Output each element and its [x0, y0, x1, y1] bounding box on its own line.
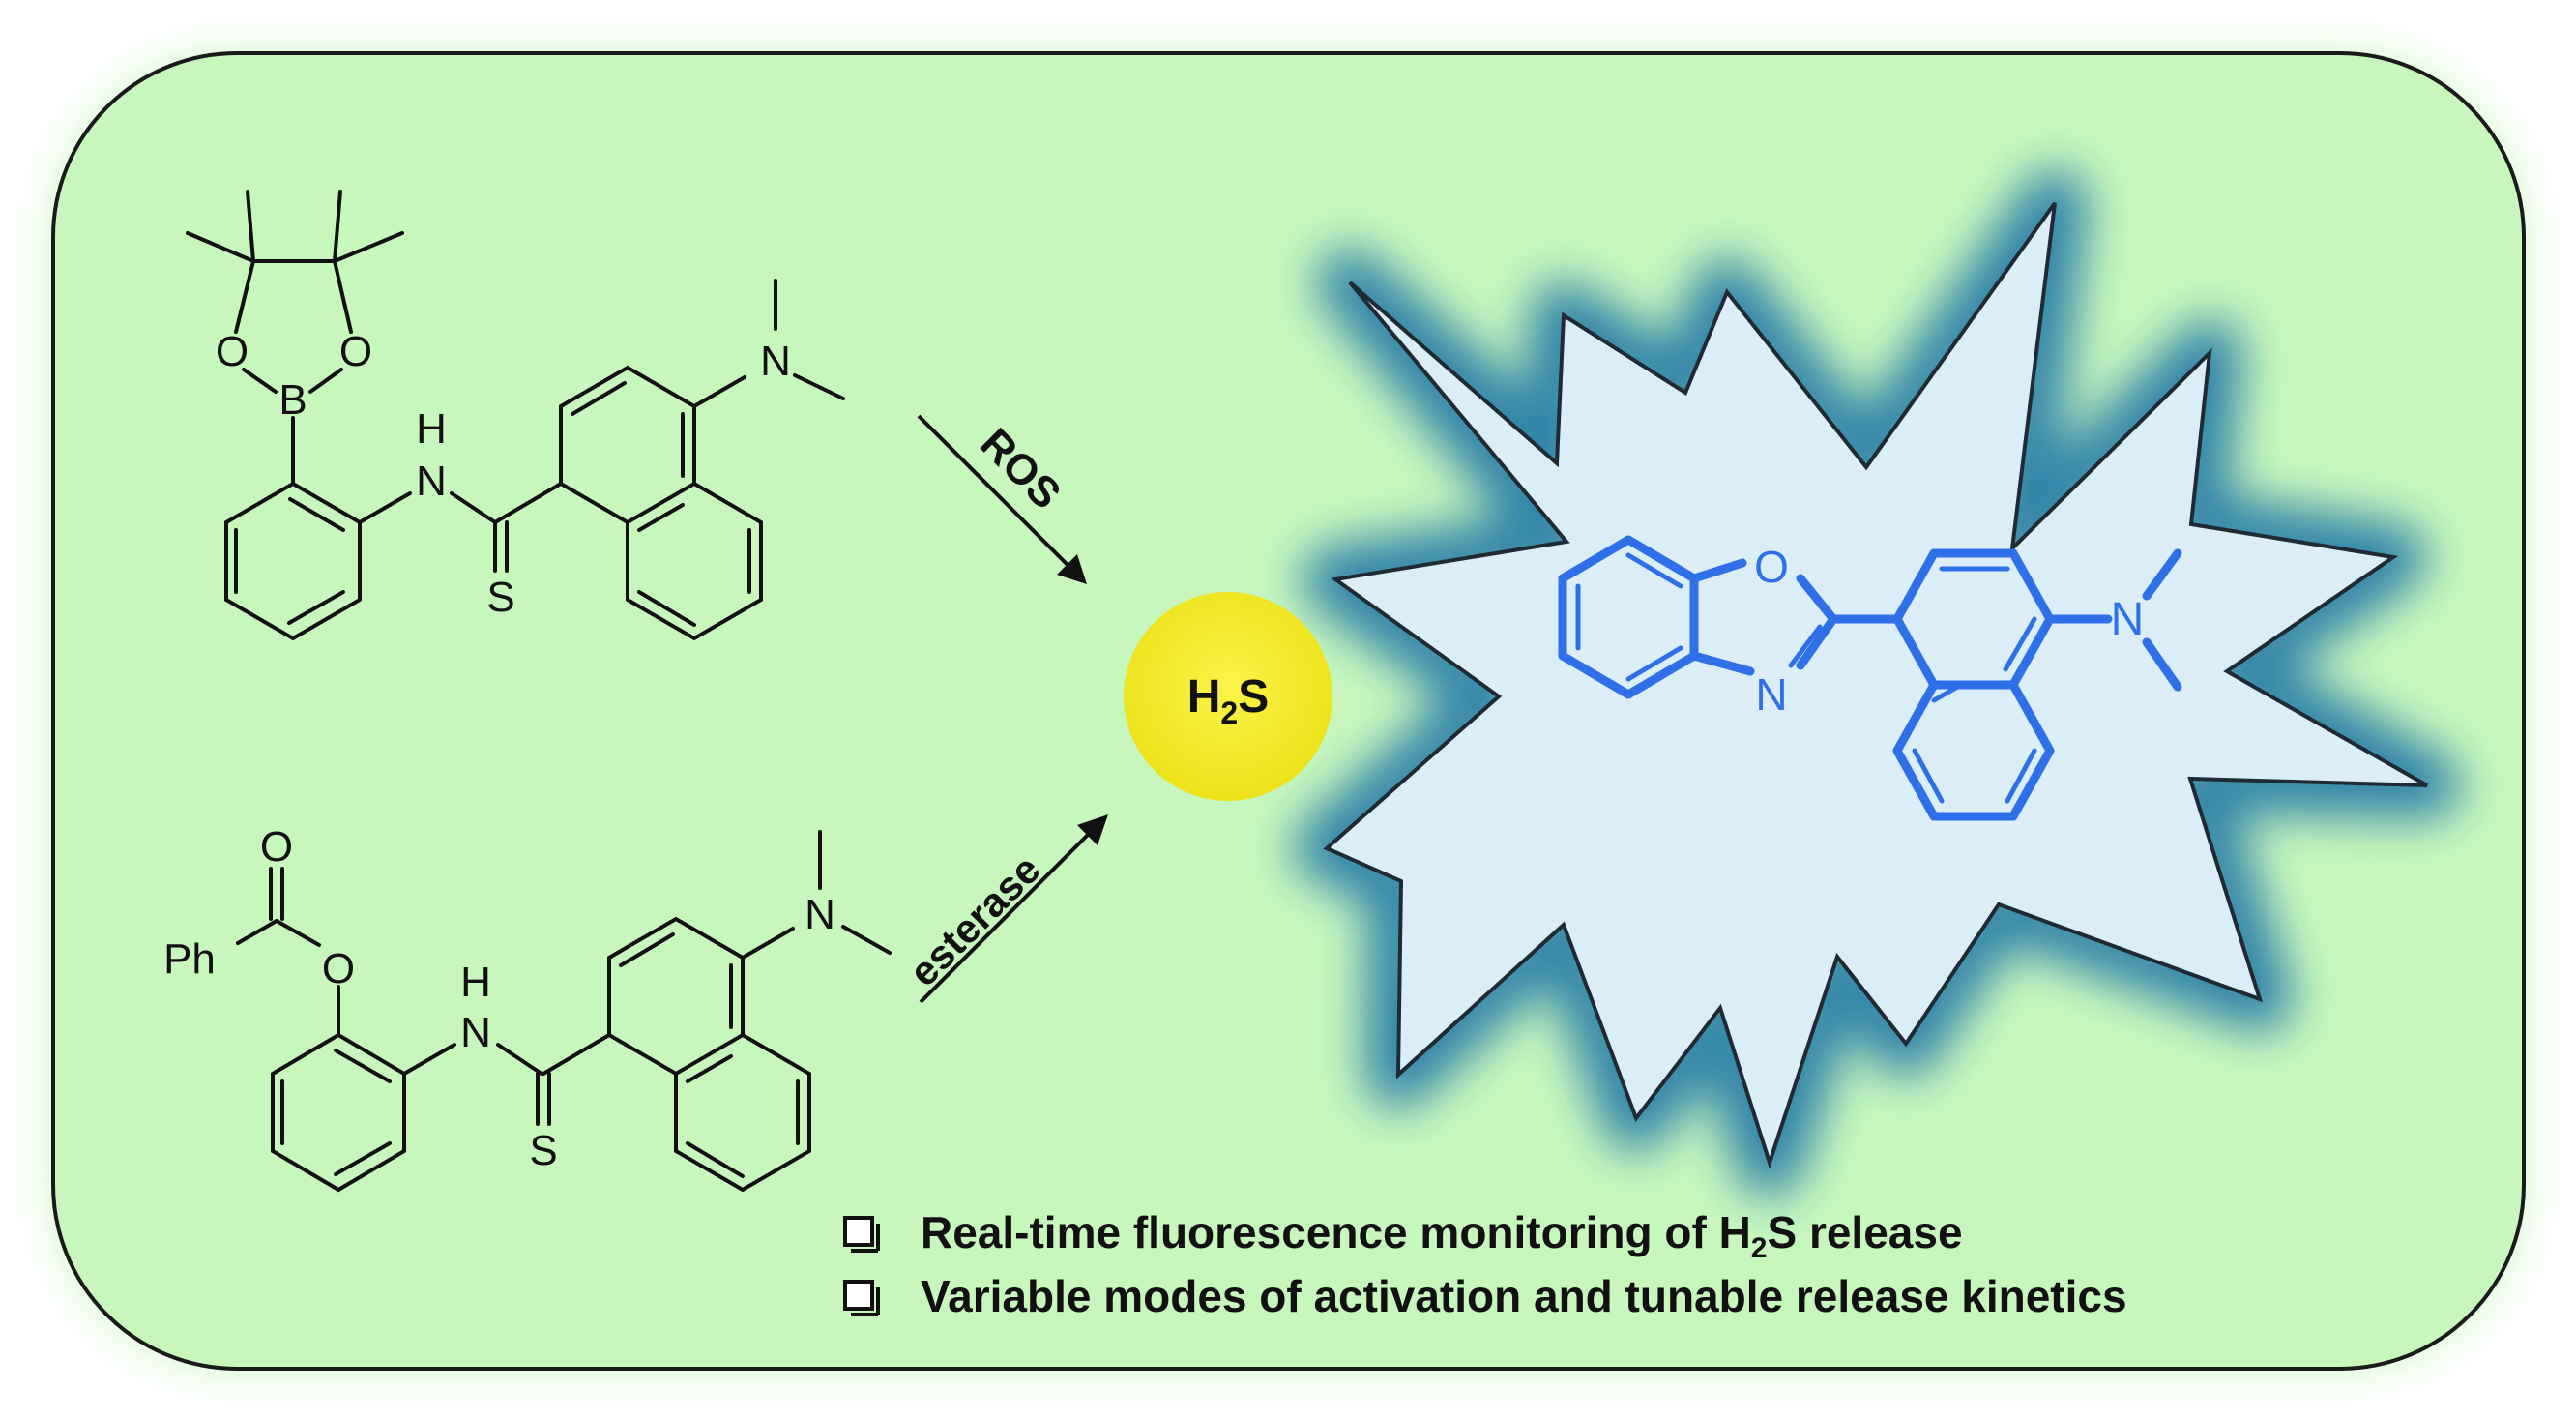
reactant-ester	[236, 830, 892, 1193]
atom-o: O	[1754, 542, 1789, 592]
bullet-item: Real-time fluorescence monitoring of H2S…	[843, 1207, 1963, 1264]
atom-s: S	[486, 574, 514, 621]
bullet-text: Variable modes of activation and tunable…	[921, 1271, 2127, 1321]
atom-s: S	[529, 1127, 557, 1174]
atom-o: O	[216, 328, 249, 375]
atom-n: N	[760, 338, 791, 385]
product-labels: O N N	[1754, 542, 2144, 720]
atom-h: H	[460, 959, 491, 1006]
starburst	[1293, 169, 2461, 1197]
atom-n: N	[2111, 594, 2145, 645]
atom-o: O	[322, 945, 355, 992]
bullet-list: Real-time fluorescence monitoring of H2S…	[843, 1207, 2127, 1321]
atom-h: H	[416, 405, 447, 453]
reactant-ester-labels: O Ph O H N S N	[163, 823, 835, 1174]
product-benzoxazole	[1558, 535, 2182, 821]
atom-n: N	[416, 458, 447, 505]
atom-b: B	[278, 376, 307, 424]
atom-n: N	[460, 1009, 491, 1056]
h2s-badge: H2S	[1124, 592, 1332, 801]
h2s-label: H2S	[1187, 671, 1269, 730]
checkbox-icon	[843, 1216, 880, 1253]
bullet-item: Variable modes of activation and tunable…	[843, 1271, 2127, 1321]
atom-o: O	[339, 328, 372, 375]
reactant-boronate-labels: O O B H N S N	[216, 328, 791, 621]
checkbox-icon	[843, 1280, 880, 1316]
atom-o: O	[260, 823, 293, 871]
atom-ph: Ph	[163, 935, 216, 983]
atom-n: N	[805, 891, 835, 938]
bullet-text: Real-time fluorescence monitoring of H2S…	[921, 1207, 1963, 1264]
reactant-boronate	[186, 190, 845, 641]
atom-n: N	[1755, 669, 1787, 720]
